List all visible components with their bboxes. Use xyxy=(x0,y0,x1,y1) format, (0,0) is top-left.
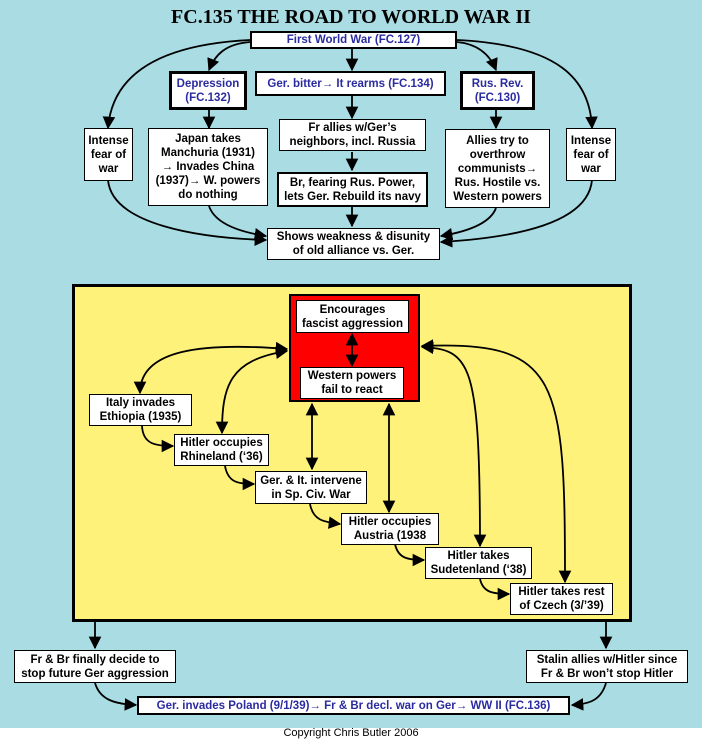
page-title: FC.135 THE ROAD TO WORLD WAR II xyxy=(171,6,531,28)
arrow-spain-austria xyxy=(309,503,342,529)
copyright-text: Copyright Chris Butler 2006 xyxy=(283,727,419,739)
arrow-rhineland-spain xyxy=(224,465,256,491)
arrow-stalin-poland xyxy=(570,682,607,711)
arrow-japan-weakness xyxy=(208,205,268,241)
weakness-box: Shows weakness & disunity of old allianc… xyxy=(267,228,440,260)
arrow-ww1-rusrev xyxy=(456,41,498,72)
arrow-alliestry-weakness xyxy=(439,207,497,241)
italy-box: Italy invades Ethiopia (1935) xyxy=(89,394,192,426)
depression-box: Depression (FC.132) xyxy=(169,71,247,110)
arrow-ww1-depression xyxy=(207,41,251,72)
rus-rev-box: Rus. Rev. (FC.130) xyxy=(460,71,535,110)
arrow-ww1-intense-right xyxy=(456,39,598,130)
intense-fear-right-box: Intense fear of war xyxy=(566,128,616,181)
arrow-frbr-poland xyxy=(94,682,138,711)
encourages-box: Encourages fascist aggression xyxy=(296,300,409,333)
arrow-italy-rhineland xyxy=(141,425,175,453)
fr-allies-box: Fr allies w/Ger’s neighbors, incl. Russi… xyxy=(279,119,426,151)
ww1-box: First World War (FC.127) xyxy=(250,31,457,49)
arrow-center-italy xyxy=(133,341,289,395)
japan-box: Japan takes Manchuria (1931) → Invades C… xyxy=(148,128,268,206)
poland-box: Ger. invades Poland (9/1/39)→ Fr & Br de… xyxy=(137,696,570,715)
rhineland-box: Hitler occupies Rhineland (‘36) xyxy=(174,434,269,466)
intense-fear-left-box: Intense fear of war xyxy=(84,128,133,181)
arrow-intense-left-weakness xyxy=(107,179,268,246)
sudetenland-box: Hitler takes Sudetenland (‘38) xyxy=(425,547,532,579)
allies-try-box: Allies try to overthrow communists→ Rus.… xyxy=(445,129,550,208)
ger-bitter-box: Ger. bitter→ It rearms (FC.134) xyxy=(255,71,446,96)
czech-box: Hitler takes rest of Czech (3/’39) xyxy=(510,583,613,615)
western-powers-box: Western powers fail to react xyxy=(300,367,404,399)
fr-br-decide-box: Fr & Br finally decide to stop future Ge… xyxy=(14,650,176,683)
arrow-austria-sudetenland xyxy=(394,543,426,567)
spain-box: Ger. & It. intervene in Sp. Civ. War xyxy=(255,471,367,504)
arrow-sudetenland-czech xyxy=(479,578,511,601)
austria-box: Hitler occupies Austria (1938 xyxy=(341,513,439,545)
stalin-box: Stalin allies w/Hitler since Fr & Br won… xyxy=(526,650,688,683)
arrow-intense-right-weakness xyxy=(439,179,593,248)
arrow-center-rhineland xyxy=(215,346,289,435)
arrow-center-czech xyxy=(420,339,572,584)
br-fearing-box: Br, fearing Rus. Power, lets Ger. Rebuil… xyxy=(277,172,428,207)
arrow-ww1-intense-left xyxy=(102,39,251,130)
